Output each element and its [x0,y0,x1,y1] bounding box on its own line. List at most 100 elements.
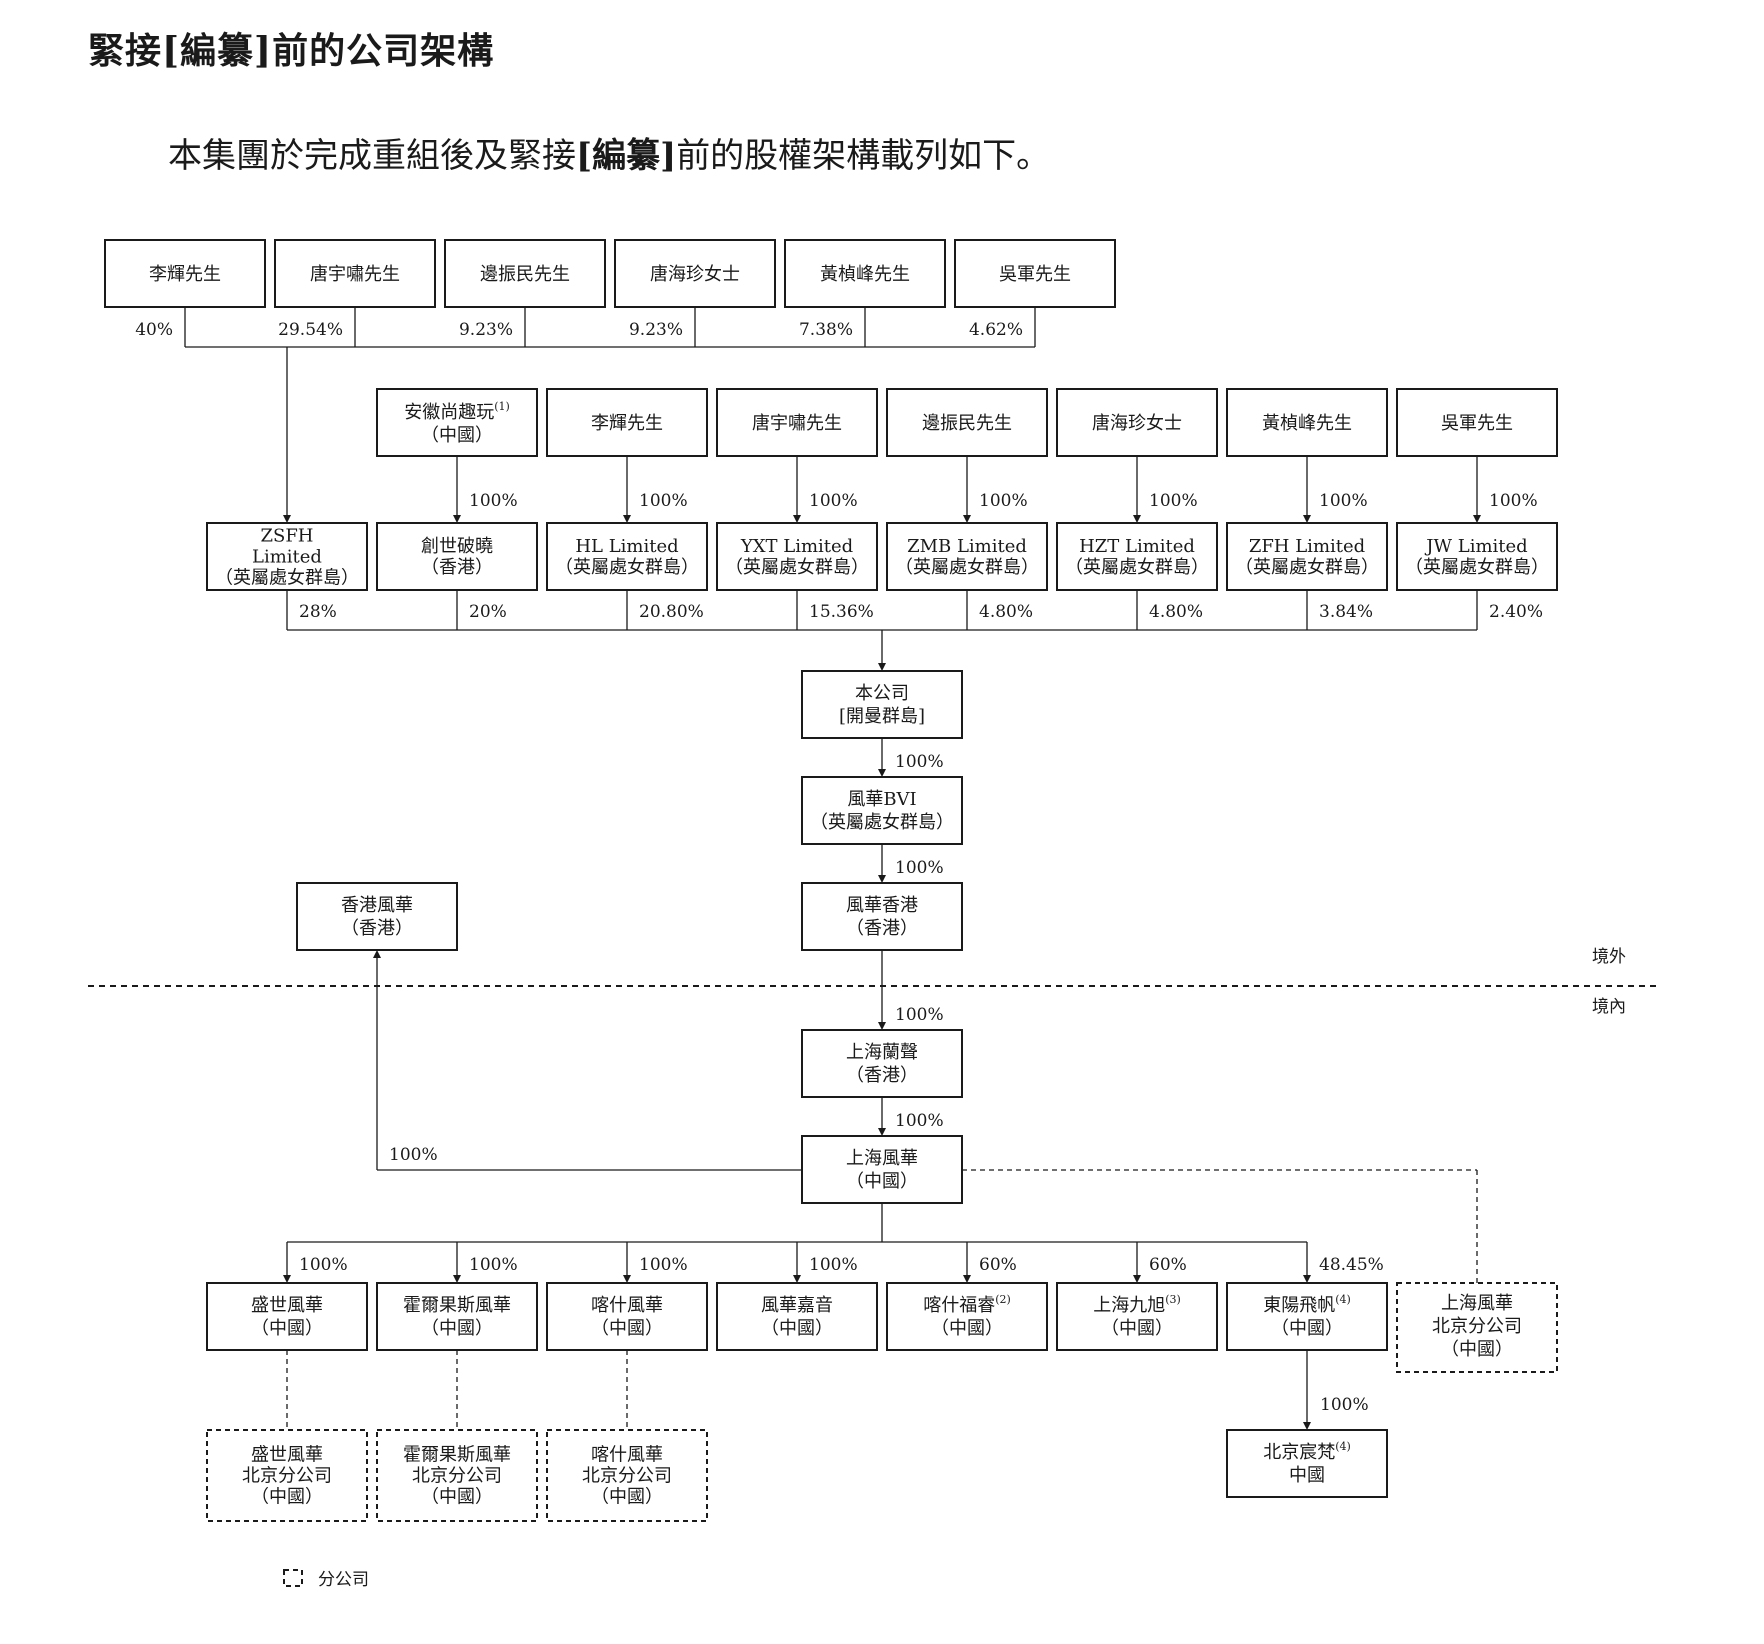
holding-entity-pct-5: 4.80% [979,602,1033,622]
beijing-jurisdiction: 中國 [1289,1465,1325,1486]
fenghua-hk-box: 風華香港 （香港） [801,882,963,951]
sh-fenghua-name: 上海風華 [846,1148,918,1169]
holding-entity-2-line-2: （香港） [421,557,493,578]
branch-office-3-line-2: 北京分公司 [582,1466,672,1487]
subsidiary-name: 上海九旭(3) [1093,1293,1181,1316]
second-shareholders: 安徽尚趣玩(1)（中國）100%李輝先生100%唐宇嘯先生100%邊振民先生10… [376,388,1558,511]
hk-fenghua-jurisdiction: （香港） [341,918,413,939]
holding-entity-4-line-1: YXT Limited [740,536,853,557]
top-holder-name: 黃楨峰先生 [820,264,910,285]
holding-entity-1-line-2: Limited [252,547,322,568]
beijing-pct: 100% [1320,1395,1369,1415]
holding-entity-pct-4: 15.36% [809,602,874,622]
subsidiary-name: 霍爾果斯風華 [403,1295,511,1316]
lansheng-name: 上海蘭聲 [846,1042,918,1063]
holding-entity-5: ZMB Limited（英屬處女群島） [886,522,1048,591]
holding-entity-6: HZT Limited（英屬處女群島） [1056,522,1218,591]
bvi-box: 風華BVI （英屬處女群島） [801,776,963,845]
top-holder-4: 唐海珍女士 9.23% [614,239,776,340]
second-holder-2: 李輝先生 100% [546,388,708,511]
intro-after: 前的股權架構載列如下。 [676,136,1051,176]
second-holder-name: 黃楨峰先生 [1262,413,1352,434]
top-holder-5: 黃楨峰先生 7.38% [784,239,946,340]
branch-legend-icon [283,1569,303,1587]
second-holder-pct: 100% [639,491,688,511]
subsidiary-name: 盛世風華 [251,1295,323,1316]
subsidiary-jurisdiction: （中國） [1101,1318,1173,1339]
subsidiary-1: 盛世風華（中國）100% [206,1255,368,1351]
top-holder-pct: 29.54% [278,320,343,340]
branch-office-2-line-2: 北京分公司 [412,1466,502,1487]
holding-entity-pct-8: 2.40% [1489,602,1543,622]
intro-bold: [編纂] [576,136,677,176]
second-holder-pct: 100% [809,491,858,511]
sh-fenghua-jurisdiction: （中國） [846,1171,918,1192]
holding-entity-3-line-2: （英屬處女群島） [555,557,699,578]
sh-fenghua-box: 上海風華 （中國） [801,1135,963,1204]
fenghua-hk-name: 風華香港 [846,895,918,916]
top-holder-pct: 7.38% [799,320,853,340]
top-holder-pct: 9.23% [459,320,513,340]
company-name: 本公司 [855,683,909,704]
onshore-label: 境內 [1592,997,1626,1017]
holding-entity-7-line-2: （英屬處女群島） [1235,557,1379,578]
holding-entity-pct-6: 4.80% [1149,602,1203,622]
subsidiaries: 盛世風華（中國）100%霍爾果斯風華（中國）100%喀什風華（中國）100% 風華… [206,1255,1388,1351]
second-holder-name: 邊振民先生 [922,413,1012,434]
holding-entity-5-line-2: （英屬處女群島） [895,557,1039,578]
branch-office-1-line-2: 北京分公司 [242,1466,332,1487]
branch-office-1-line-1: 盛世風華 [251,1445,323,1466]
holding-entity-1-line-1: ZSFH [260,526,313,547]
top-holder-name: 邊振民先生 [480,264,570,285]
holding-entity-5-line-1: ZMB Limited [907,536,1027,557]
holding-entity-1-line-3: （英屬處女群島） [215,568,359,589]
subsidiary-3: 喀什風華（中國）100% [546,1255,708,1351]
second-holder-name: 安徽尚趣玩(1) [404,400,510,423]
fenghua-hk-jurisdiction: （香港） [846,918,918,939]
holding-entity-7: ZFH Limited（英屬處女群島） [1226,522,1388,591]
legend-label: 分公司 [318,1570,369,1590]
subsidiary-name: 風華嘉音 [761,1295,833,1316]
second-holder-pct: 100% [1489,491,1538,511]
top-holder-pct: 9.23% [629,320,683,340]
holding-entity-8: JW Limited（英屬處女群島） [1396,522,1558,591]
branch-office-3-line-3: （中國） [591,1487,663,1508]
holding-entity-4-line-2: （英屬處女群島） [725,557,869,578]
connectors [88,307,1660,1430]
bvi-hk-pct: 100% [895,858,944,878]
second-holder-name: 李輝先生 [591,413,663,434]
offshore-label: 境外 [1592,947,1626,967]
top-holder-name: 吳軍先生 [999,264,1071,285]
second-holder-name: 唐宇嘯先生 [752,413,842,434]
subsidiary-jurisdiction: （中國） [591,1318,663,1339]
branch-office-1-line-3: （中國） [251,1487,323,1508]
subsidiary-jurisdiction: （中國） [761,1318,833,1339]
sh-branch-line-2: 北京分公司 [1432,1316,1522,1337]
subsidiary-2: 霍爾果斯風華（中國）100% [376,1255,538,1351]
holding-entity-pct-1: 28% [299,602,337,622]
second-holder-pct: 100% [469,491,518,511]
company-box: 本公司 [開曼群島] [801,670,963,739]
sh-branch-line-3: （中國） [1441,1339,1513,1360]
subsidiary-name: 喀什風華 [591,1295,663,1316]
subsidiary-jurisdiction: （中國） [1271,1318,1343,1339]
second-holder-jurisdiction: （中國） [421,425,493,446]
subsidiary-pct: 48.45% [1319,1255,1384,1275]
legend: 分公司 [283,1569,369,1590]
holding-entity-7-line-1: ZFH Limited [1249,536,1365,557]
branch-offices: 盛世風華北京分公司（中國）霍爾果斯風華北京分公司（中國）喀什風華北京分公司（中國… [206,1429,708,1522]
intro-text: 本集團於完成重組後及緊接[編纂]前的股權架構載列如下。 [168,128,1050,177]
top-holder-name: 唐海珍女士 [650,264,740,285]
subsidiary-pct: 60% [979,1255,1017,1275]
